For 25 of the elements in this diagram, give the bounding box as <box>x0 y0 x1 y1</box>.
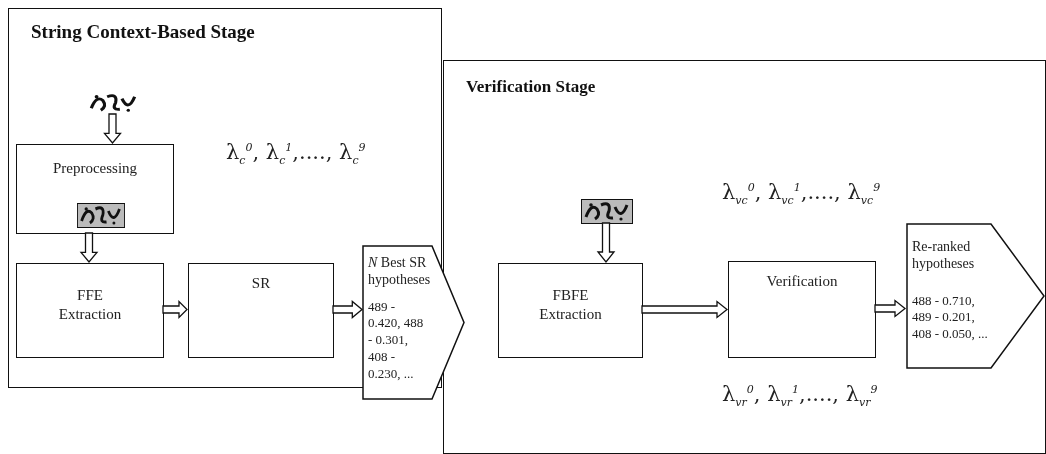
process-box <box>728 261 876 358</box>
hypotheses-list: 489 - 0.420, 488 - 0.301, 408 - 0.230, ... <box>368 298 430 384</box>
block-arrow <box>641 300 729 319</box>
stage-panel <box>443 60 1046 454</box>
box-label: Verification <box>766 272 838 291</box>
hypotheses-list: 488 - 0.710, 489 - 0.201, 408 - 0.050, ... <box>912 292 994 344</box>
block-arrow <box>874 299 907 318</box>
process-box <box>188 263 334 358</box>
process-box <box>16 263 164 358</box>
box-label: Preprocessing <box>52 159 138 178</box>
block-arrow <box>79 232 99 264</box>
block-arrow <box>162 299 188 320</box>
box-label: FFE Extraction <box>57 286 123 324</box>
process-box <box>16 144 174 234</box>
block-arrow <box>332 300 364 319</box>
box-label: FBFE Extraction <box>538 286 603 324</box>
block-arrow <box>103 113 122 145</box>
process-box <box>498 263 643 358</box>
stage-panel <box>8 8 442 388</box>
panel-title: String Context-Based Stage <box>31 21 255 43</box>
box-label: N Best SR hypotheses <box>368 255 430 289</box>
box-label: SR <box>251 274 271 293</box>
panel-title: Verification Stage <box>466 77 596 97</box>
block-arrow <box>596 222 616 264</box>
box-label: Re-ranked hypotheses <box>912 239 976 273</box>
